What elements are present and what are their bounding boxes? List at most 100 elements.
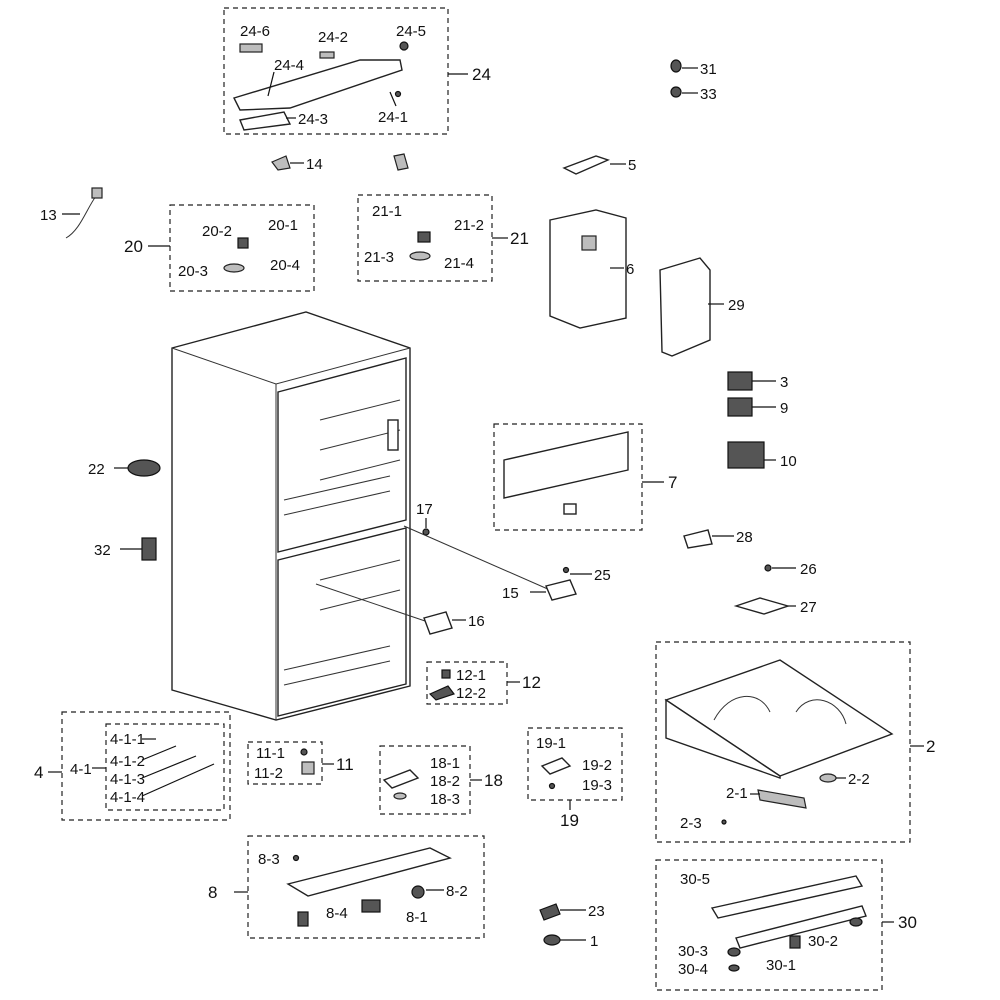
part-8-roller xyxy=(297,911,309,927)
part-33 xyxy=(670,86,682,98)
label-30-2: 30-2 xyxy=(808,933,838,950)
group-box-18 xyxy=(379,745,471,815)
label-5: 5 xyxy=(628,157,636,174)
label-4-1-1: 4-1-1 xyxy=(110,731,145,748)
label-20-4: 20-4 xyxy=(270,257,300,274)
part-8-3 xyxy=(292,854,300,862)
refrigerator-cabinet xyxy=(171,311,411,721)
part-12-1 xyxy=(441,669,451,679)
label-33: 33 xyxy=(700,86,717,103)
group-box-21 xyxy=(357,194,493,282)
part-group-12: 12-1 12-2 12 xyxy=(426,661,541,705)
group-box-2 xyxy=(655,641,911,843)
label-20-2: 20-2 xyxy=(202,223,232,240)
fridge-compartment xyxy=(277,357,407,553)
label-7: 7 xyxy=(668,473,677,492)
label-19-2: 19-2 xyxy=(582,757,612,774)
part-group-19: 19-1 19-2 19-3 19 xyxy=(527,727,623,830)
freezer-compartment xyxy=(277,527,407,717)
label-26: 26 xyxy=(800,561,817,578)
part-group-2: 2-2 2-1 2-3 2 xyxy=(655,641,935,843)
part-22 xyxy=(127,459,161,477)
part-group-4: 4-1-1 4-1-2 4-1-3 4-1-4 4-1 4 xyxy=(34,711,231,821)
part-30-rail-bottom xyxy=(735,905,867,949)
part-10 xyxy=(727,441,765,469)
label-4-1-2: 4-1-2 xyxy=(110,753,145,770)
part-11-1 xyxy=(300,748,308,756)
part-16 xyxy=(423,611,453,635)
label-8-2: 8-2 xyxy=(446,883,468,900)
power-cord xyxy=(65,195,97,239)
label-18: 18 xyxy=(484,771,503,790)
group-box-4 xyxy=(61,711,231,821)
label-20-3: 20-3 xyxy=(178,263,208,280)
label-25: 25 xyxy=(594,567,611,584)
part-group-8: 8-3 8-2 8-4 8-1 8 xyxy=(208,835,485,939)
group-box-11 xyxy=(247,741,323,785)
label-29: 29 xyxy=(728,297,745,314)
part-6-knob xyxy=(581,235,597,251)
label-27: 27 xyxy=(800,599,817,616)
label-24-2: 24-2 xyxy=(318,29,348,46)
part-15 xyxy=(545,579,577,601)
part-30-roller xyxy=(849,917,863,927)
cabinet-vent xyxy=(387,419,399,451)
label-20: 20 xyxy=(124,237,143,256)
label-8-4: 8-4 xyxy=(326,905,348,922)
label-8-3: 8-3 xyxy=(258,851,280,868)
label-23: 23 xyxy=(588,903,605,920)
label-11: 11 xyxy=(336,755,354,774)
label-22: 22 xyxy=(88,461,105,478)
label-24: 24 xyxy=(472,65,491,84)
part-2-base xyxy=(664,659,894,777)
label-8-1: 8-1 xyxy=(406,909,428,926)
group-box-8 xyxy=(247,835,485,939)
part-7-chip xyxy=(563,503,577,515)
part-2-2 xyxy=(819,773,837,783)
label-4-1: 4-1 xyxy=(70,761,92,778)
part-28 xyxy=(683,529,713,549)
label-21-1: 21-1 xyxy=(372,203,402,220)
label-1: 1 xyxy=(590,933,598,950)
part-20-main xyxy=(237,237,249,249)
label-4: 4 xyxy=(34,763,43,782)
part-18-2 xyxy=(382,769,420,789)
label-11-2: 11-2 xyxy=(254,765,283,782)
group-box-30 xyxy=(655,859,883,991)
label-2-2: 2-2 xyxy=(848,771,870,788)
part-19-2 xyxy=(540,757,572,775)
part-23 xyxy=(539,903,561,921)
part-14 xyxy=(271,155,291,171)
part-29-cover xyxy=(659,257,711,357)
part-group-21: 21-1 21-2 21-3 21-4 21 xyxy=(357,194,529,282)
label-24-3: 24-3 xyxy=(298,111,328,128)
part-3 xyxy=(727,371,753,391)
label-21-3: 21-3 xyxy=(364,249,394,266)
label-30-4: 30-4 xyxy=(678,961,708,978)
group-box-7 xyxy=(493,423,643,531)
label-21-2: 21-2 xyxy=(454,217,484,234)
label-30-3: 30-3 xyxy=(678,943,708,960)
part-14b xyxy=(393,153,409,171)
label-30-1: 30-1 xyxy=(766,957,796,974)
label-16: 16 xyxy=(468,613,485,630)
part-11-2 xyxy=(301,761,315,775)
part-30-rail-top xyxy=(710,875,864,919)
label-24-5: 24-5 xyxy=(396,23,426,40)
hinge-shim xyxy=(239,43,263,53)
part-21-washer xyxy=(409,251,431,261)
label-4-1-3: 4-1-3 xyxy=(110,771,145,788)
label-6: 6 xyxy=(626,261,634,278)
label-18-1: 18-1 xyxy=(430,755,460,772)
power-plug xyxy=(91,187,103,199)
label-2-3: 2-3 xyxy=(680,815,702,832)
part-17 xyxy=(422,528,430,536)
label-9: 9 xyxy=(780,400,788,417)
part-26 xyxy=(764,564,772,572)
hinge-screw xyxy=(394,90,402,98)
part-2-side xyxy=(665,698,781,779)
part-20-washer xyxy=(223,263,245,273)
part-8-rail xyxy=(286,847,452,897)
hinge-pin xyxy=(399,41,409,51)
part-30-2 xyxy=(789,935,801,949)
